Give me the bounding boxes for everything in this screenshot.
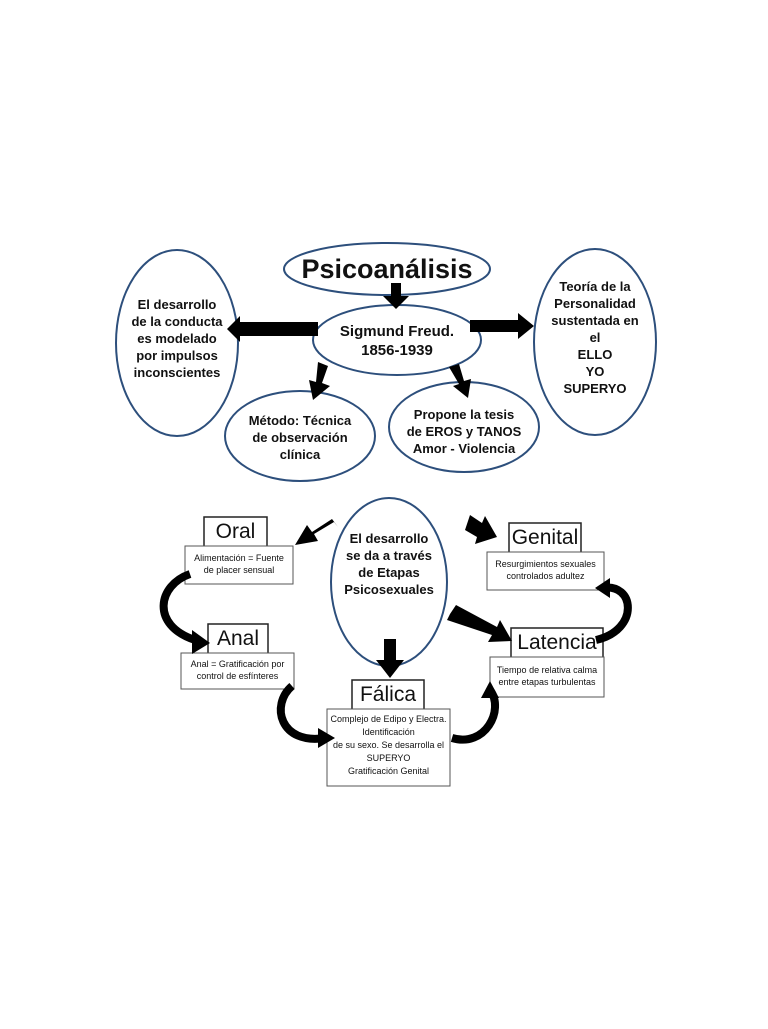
stage-oral-desc: Alimentación = Fuente de placer sensual [194, 553, 284, 575]
arrow-center-to-latencia [447, 605, 512, 642]
curve-latencia-to-genital [594, 583, 632, 644]
latencia-desc-box [489, 656, 605, 698]
oral-desc-box [184, 545, 294, 585]
oral-title-box [203, 516, 268, 548]
genital-title-box [508, 522, 582, 554]
arrow-center-to-oral [295, 519, 338, 545]
stage-genital-desc: Resurgimientos sexuales controlados adul… [495, 559, 596, 581]
genital-desc-box [486, 551, 605, 591]
stage-oral-title: Oral [215, 520, 256, 543]
curved-arrow-heads [192, 578, 610, 748]
stage-falica-title: Fálica [359, 683, 417, 706]
arrow-center-to-falica [376, 639, 404, 678]
node-center: El desarrollo se da a través de Etapas P… [344, 531, 434, 597]
anal-desc-box [180, 652, 295, 690]
falica-title-box [351, 679, 425, 711]
method-ellipse [224, 390, 376, 482]
head-oral-to-anal [192, 630, 210, 654]
arrow-freud-to-method [309, 362, 330, 400]
right-ellipse [533, 248, 657, 436]
stage-latencia-desc: Tiempo de relativa calma entre etapas tu… [496, 665, 598, 687]
stage-falica-desc: Complejo de Edipo y Electra. Identificac… [330, 714, 447, 776]
arrows [227, 283, 534, 678]
stage-anal-desc: Anal = Gratificación por control de esfí… [190, 659, 285, 681]
arrow-freud-to-thesis [449, 364, 471, 398]
node-freud: Sigmund Freud. 1856-1939 [339, 323, 455, 359]
psicoanalisis-ellipse [283, 242, 491, 296]
arrow-freud-to-left [227, 316, 318, 342]
arrow-title-to-freud [383, 283, 409, 309]
node-thesis: Propone la tesis de EROS y TANOS Amor - … [406, 407, 522, 456]
head-falica-to-latencia [481, 681, 499, 698]
node-right: Teoría de la Personalidad sustentada en … [551, 279, 639, 396]
title-psicoanalisis: Psicoanálisis [301, 254, 473, 284]
arrow-freud-to-right [470, 313, 534, 339]
curve-oral-to-anal [159, 570, 197, 644]
head-latencia-to-genital [595, 578, 610, 598]
falica-desc-box [326, 708, 451, 787]
stage-latencia-title: Latencia [517, 631, 597, 654]
left-ellipse [115, 249, 239, 437]
latencia-title-box [510, 627, 604, 659]
stage-genital-title: Genital [511, 526, 579, 549]
node-method: Método: Técnica de observación clínica [248, 413, 352, 462]
stage-anal-title: Anal [216, 627, 260, 650]
arrow-center-to-genital [465, 515, 497, 544]
curve-anal-to-falica [276, 682, 326, 743]
head-anal-to-falica [318, 728, 335, 748]
node-left: El desarrollo de la conducta es modelado… [131, 297, 223, 380]
